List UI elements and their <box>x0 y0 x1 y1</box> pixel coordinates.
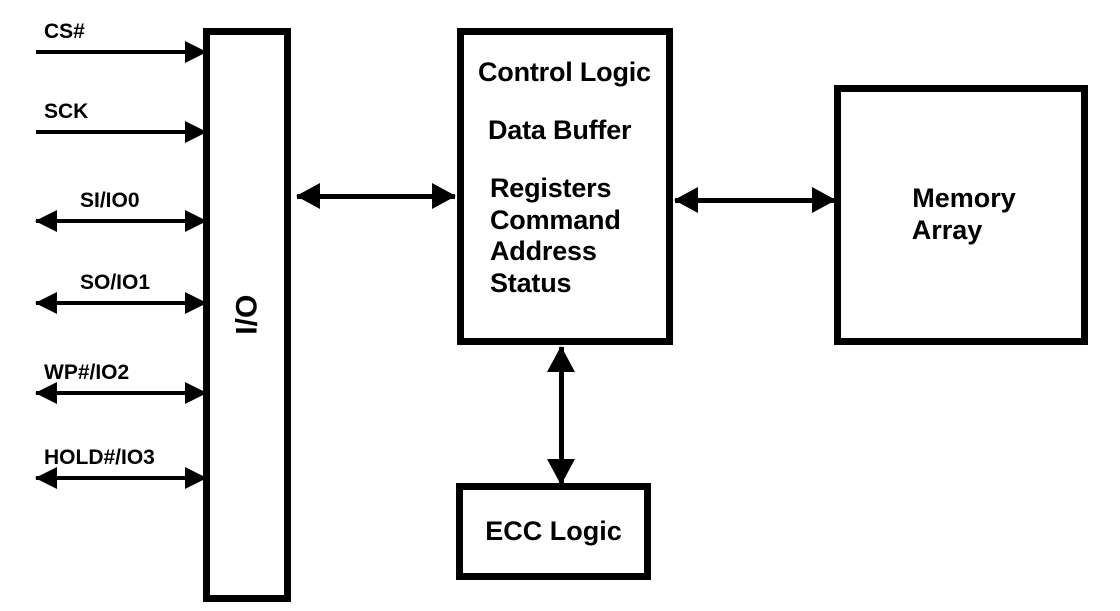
arrow-head-right <box>432 183 456 209</box>
block-control-logic: Control Logic Data Buffer Registers Comm… <box>457 28 673 345</box>
arrow-head-right <box>185 382 207 404</box>
connector-line <box>297 193 455 199</box>
connector-line <box>675 197 835 203</box>
arrow-head-left <box>35 382 57 404</box>
signal-line <box>36 301 206 305</box>
signal-label-si-io0: SI/IO0 <box>80 189 140 212</box>
signal-label-wp-io2: WP#/IO2 <box>44 361 130 384</box>
arrow-head-left <box>296 183 320 209</box>
signal-label-so-io1: SO/IO1 <box>80 271 151 294</box>
arrow-head-down <box>547 459 575 485</box>
arrow-head-left <box>35 467 57 489</box>
memory-line-memory: Memory <box>912 183 1016 214</box>
signal-label-sck: SCK <box>44 100 89 123</box>
signal-line <box>36 476 206 480</box>
signal-line <box>36 391 206 395</box>
memory-line-array: Array <box>911 215 983 245</box>
signal-line <box>36 130 206 134</box>
control-line-command: Command <box>490 204 621 235</box>
arrow-head-right <box>185 292 207 314</box>
connector-line <box>558 347 564 484</box>
control-line-status: Status <box>490 268 572 299</box>
block-io-label-wrap: I/O <box>210 35 284 595</box>
control-line-data-buffer: Data Buffer <box>488 114 632 145</box>
arrow-head-right <box>185 467 207 489</box>
signal-label-hold-io3: HOLD#/IO3 <box>44 446 155 469</box>
block-io-label: I/O <box>230 294 264 335</box>
arrow-head-left <box>35 292 57 314</box>
control-line-registers: Registers <box>490 172 612 203</box>
arrow-head-up <box>547 346 575 372</box>
block-control-logic-text: Control Logic Data Buffer Registers Comm… <box>478 57 660 300</box>
signal-line <box>36 219 206 223</box>
arrow-head-right <box>185 210 207 232</box>
arrow-head-left <box>674 187 698 213</box>
block-ecc-logic: ECC Logic <box>456 483 651 580</box>
arrow-head-right <box>185 121 207 143</box>
block-ecc-logic-label: ECC Logic <box>485 515 622 546</box>
control-line-address: Address <box>490 236 597 267</box>
block-memory-array-text: Memory Array <box>841 92 1081 338</box>
signal-line <box>36 50 206 54</box>
arrow-head-left <box>35 210 57 232</box>
arrow-head-right <box>812 187 836 213</box>
arrow-head-right <box>185 41 207 63</box>
signal-label-cs: CS# <box>44 20 85 43</box>
control-line-control-logic: Control Logic <box>478 57 651 87</box>
block-io: I/O <box>203 28 291 602</box>
block-memory-array: Memory Array <box>834 85 1088 345</box>
